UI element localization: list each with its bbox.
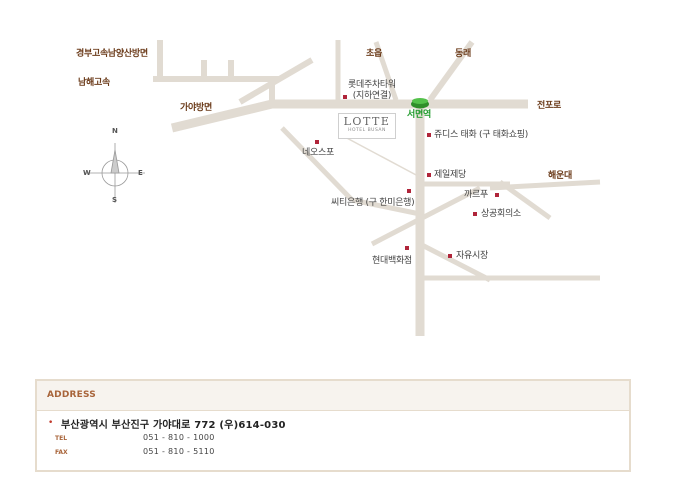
marker-lotte-tower (343, 95, 347, 99)
compass-e: E (138, 169, 143, 177)
label-kkareupu: 까르푸 (464, 190, 488, 200)
label-jeonpo: 전포로 (537, 101, 561, 111)
label-hyundai: 현대백화점 (372, 256, 412, 266)
road-choeup (373, 41, 399, 101)
label-city-bank: 씨티은행 (구 한미은행) (331, 198, 415, 208)
location-map: 경부고속남양산방면 남해고속 가야방면 초읍 동래 전포로 해운대 서면역 롯데… (76, 40, 601, 336)
label-jayu: 자유시장 (456, 251, 488, 261)
label-gaya: 가야방면 (180, 103, 212, 113)
road-dongnae (427, 40, 475, 102)
compass-s: S (112, 196, 118, 204)
marker-nc-spo (315, 140, 319, 144)
compass-icon (85, 143, 145, 203)
road-nw-diagonal (238, 57, 314, 105)
label-lotte-tower: 롯데주차타워 (지하연결) (348, 80, 396, 102)
label-lotte-tower-line1: 롯데주차타워 (348, 80, 396, 90)
address-panel: ADDRESS • 부산광역시 부산진구 가야대로 772 (우)614-030… (35, 379, 631, 472)
label-nc-spo: 네오스포 (302, 148, 334, 158)
compass-w: W (83, 169, 91, 177)
label-seomyeon-station: 서면역 (407, 110, 431, 120)
label-jeil: 제일제당 (434, 170, 466, 180)
marker-sanggong (473, 212, 477, 216)
road-jayu-diagonal (418, 241, 492, 283)
marker-hyundai (405, 246, 409, 250)
road-sw-link (351, 197, 421, 217)
label-choeup: 초읍 (366, 49, 382, 59)
label-gyeongbu: 경부고속남양산방면 (76, 49, 148, 59)
subway-station-icon (411, 98, 429, 109)
fax-value: 051 - 810 - 5110 (143, 447, 215, 456)
road-lotte-link (342, 135, 419, 177)
label-lotte-tower-line2: (지하연결) (352, 91, 392, 101)
road-sw-diagonal (280, 126, 354, 202)
address-bullet: • (48, 418, 54, 428)
lotte-hotel-logo: LOTTE HOTEL BUSAN (338, 113, 396, 139)
label-haeundae: 해운대 (548, 171, 572, 181)
label-dongnae: 동래 (455, 49, 471, 59)
label-judis: 쥬디스 태화 (구 태화쇼핑) (434, 130, 528, 140)
label-sanggong: 상공회의소 (481, 209, 521, 219)
compass-n: N (112, 127, 118, 135)
road-hyundai-diagonal (370, 185, 482, 247)
road-network (85, 40, 601, 336)
address-header (37, 381, 629, 411)
marker-jeil (427, 173, 431, 177)
lotte-brand: LOTTE (343, 115, 391, 128)
marker-jayu (448, 254, 452, 258)
road-gaya (170, 99, 274, 133)
tel-label: TEL (55, 435, 68, 442)
lotte-sub: HOTEL BUSAN (348, 128, 386, 133)
road-east-diagonal (498, 179, 552, 221)
address-line: 부산광역시 부산진구 가야대로 772 (우)614-030 (61, 420, 286, 431)
marker-kkareupu (495, 193, 499, 197)
marker-judis (427, 133, 431, 137)
label-namhae: 남해고속 (78, 78, 110, 88)
marker-city-bank (407, 189, 411, 193)
tel-value[interactable]: 051 - 810 - 1000 (143, 433, 215, 442)
address-title: ADDRESS (47, 390, 96, 400)
fax-label: FAX (55, 449, 68, 456)
